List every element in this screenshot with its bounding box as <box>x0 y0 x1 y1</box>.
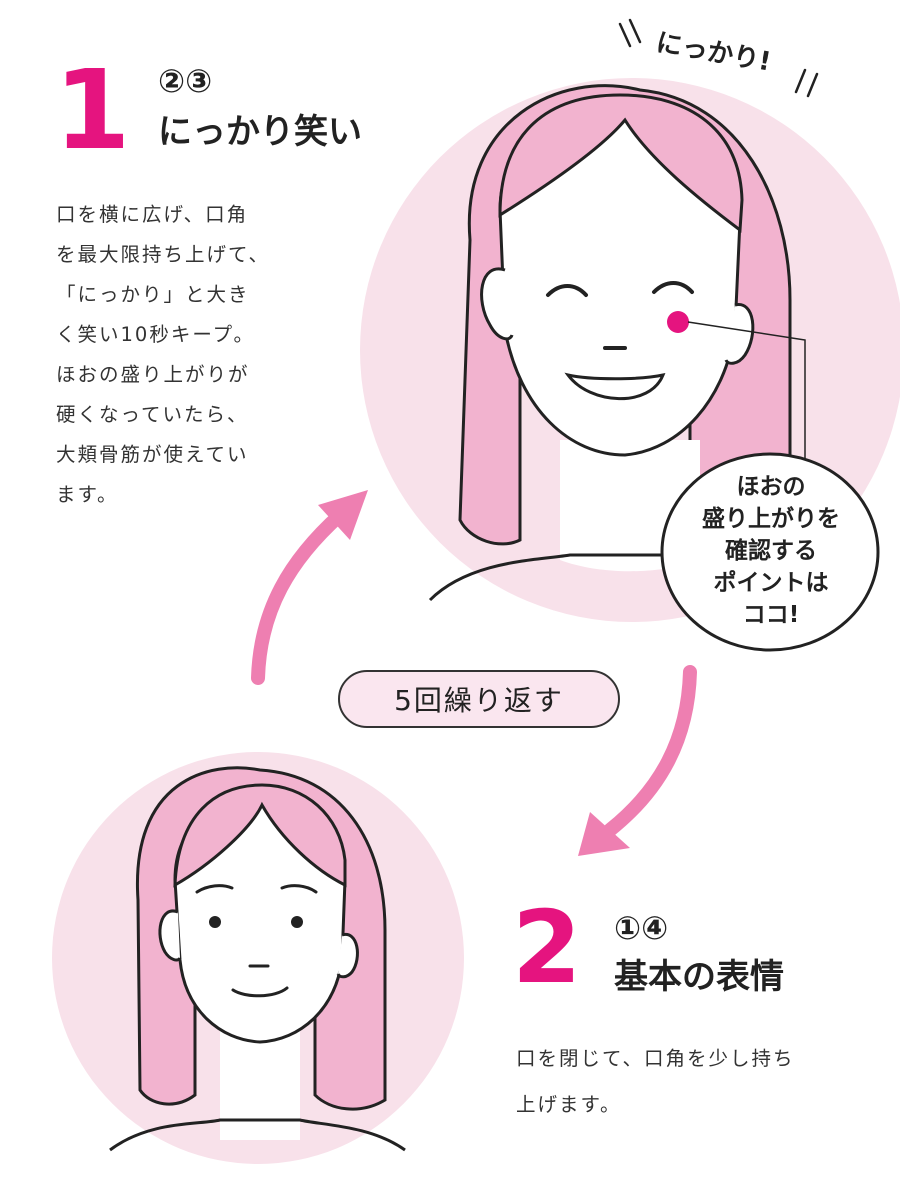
callout-line: ほおの <box>736 474 806 500</box>
step-1-circled-numbers: ②③ <box>158 62 213 100</box>
description-line: 硬くなっていたら、 <box>56 403 249 426</box>
callout-line: ココ! <box>742 602 800 628</box>
smiling-face-illustration <box>360 18 900 622</box>
cycle-arrow-up-icon <box>251 508 347 685</box>
step-1-number: 1 <box>54 46 131 174</box>
step-2-title: 基本の表情 <box>614 957 784 997</box>
description-line: 口を閉じて、口角を少し持ち <box>516 1047 795 1070</box>
repeat-badge: 5回繰り返す <box>338 670 620 728</box>
description-line: 「にっかり」と大き <box>56 283 250 306</box>
callout-text: ほおの 盛り上がりを 確認する ポイントは ココ! <box>666 456 876 646</box>
step-1-title: にっかり笑い <box>158 112 362 152</box>
description-line: 大頬骨筋が使えてい <box>56 443 249 466</box>
callout-line: 盛り上がりを <box>702 506 840 532</box>
cheek-point-icon <box>667 311 689 333</box>
description-line: く笑い10秒キープ。 <box>56 323 256 346</box>
callout-line: 確認する <box>725 538 817 564</box>
description-line: 口を横に広げ、口角 <box>56 203 249 226</box>
description-line: 上げます。 <box>516 1093 622 1116</box>
description-line: ほおの盛り上がりが <box>56 363 250 386</box>
step-2-number: 2 <box>512 889 582 1006</box>
description-line: を最大限持ち上げて、 <box>56 243 271 266</box>
callout-bubble <box>660 452 880 652</box>
cycle-arrow-down-icon <box>603 665 697 837</box>
step-2-description: 口を閉じて、口角を少し持ち 上げます。 <box>516 1036 795 1128</box>
neutral-face-illustration <box>52 752 464 1164</box>
description-line: ます。 <box>56 483 119 506</box>
step-2-circled-numbers: ①④ <box>614 909 669 947</box>
callout-line: ポイントは <box>713 570 829 596</box>
step-1-description: 口を横に広げ、口角 を最大限持ち上げて、 「にっかり」と大き く笑い10秒キープ… <box>56 195 270 515</box>
